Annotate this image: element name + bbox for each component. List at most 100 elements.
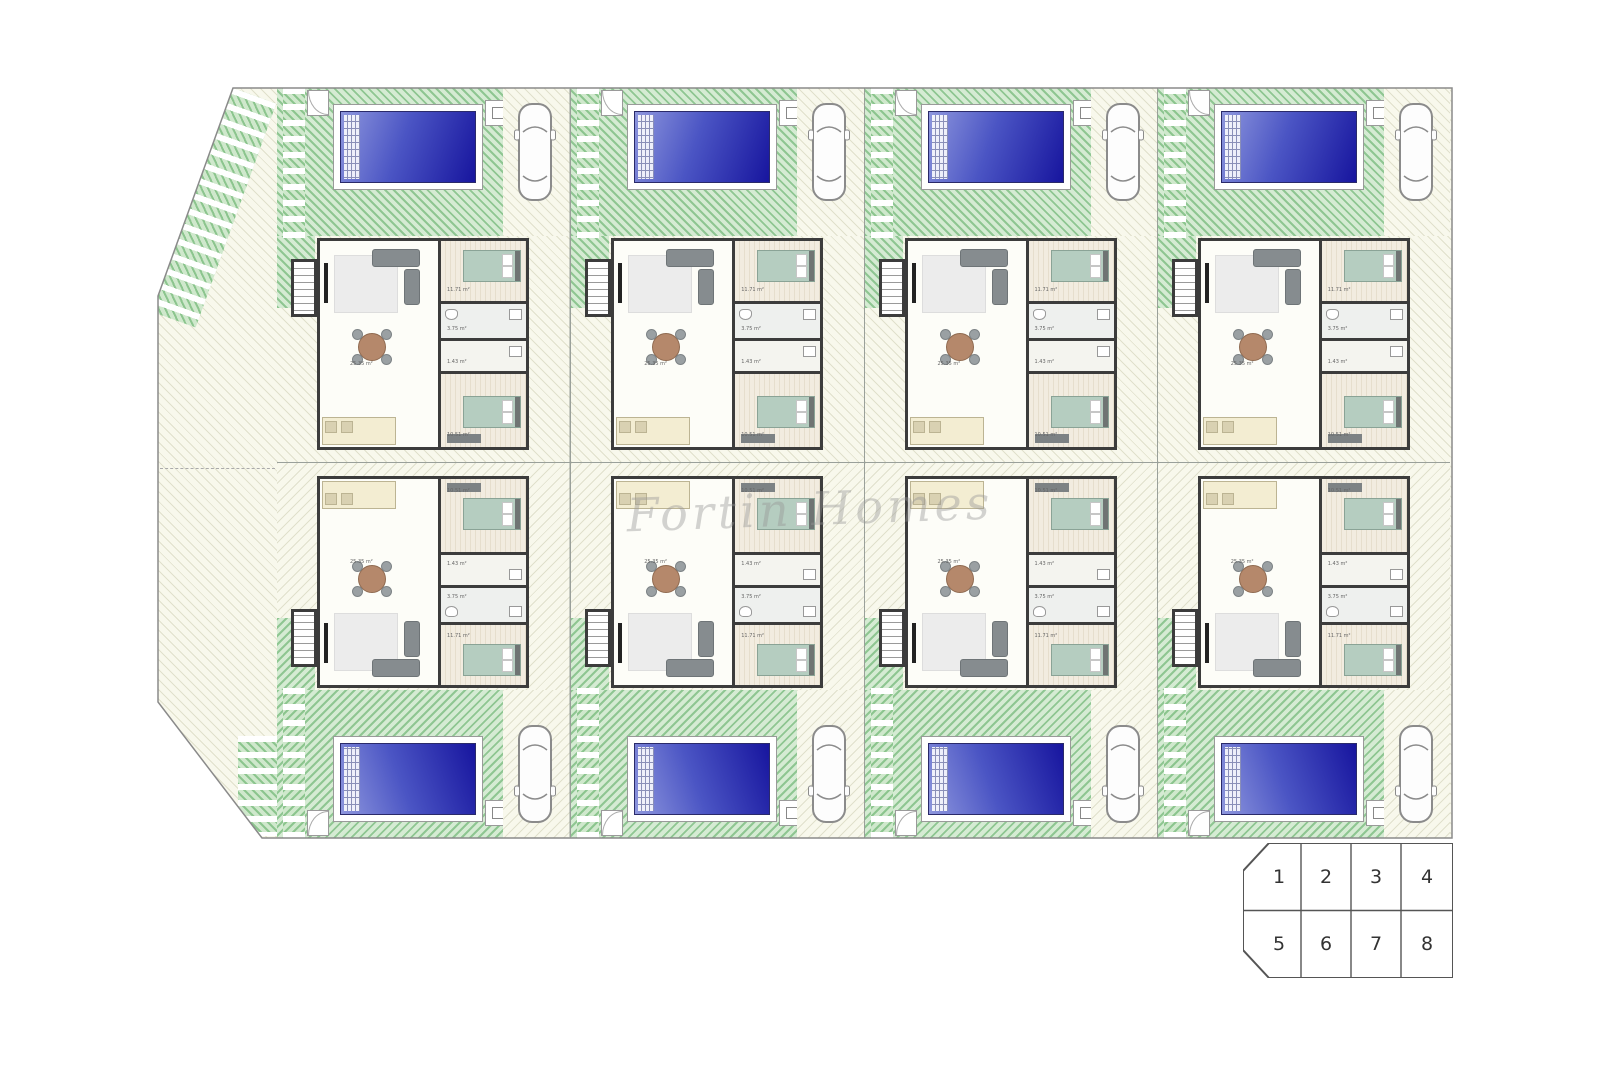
sofa [959, 249, 1008, 267]
bed [757, 644, 816, 676]
living-dining-room: 25.35 m² [1200, 241, 1319, 447]
stairs [291, 609, 317, 667]
villa-plot: 25.35 m² 11.71 m² 3.75 m² 1.43 m² [1156, 463, 1450, 838]
living-dining-room: 25.35 m² [1200, 479, 1319, 685]
villa-plot: 25.35 m² 11.71 m² 3.75 m² 1.43 m² [570, 463, 864, 838]
room-area-label: 3.75 m² [1034, 326, 1055, 332]
dining-table [352, 561, 392, 597]
car-icon [1394, 725, 1437, 823]
gate-icon [894, 810, 917, 836]
bedroom: 11.71 m² [735, 625, 821, 685]
swimming-pool [340, 743, 476, 815]
gate-icon [601, 90, 624, 116]
bed [463, 498, 521, 530]
room-area-label: 11.71 m² [1034, 633, 1058, 639]
key-plan-cell: 8 [1420, 933, 1434, 955]
dining-table [646, 561, 687, 597]
room-area-label: 25.35 m² [1230, 559, 1254, 565]
kitchen-counter [1202, 481, 1277, 509]
bathroom: 3.75 m² [735, 588, 821, 622]
swimming-pool [1220, 111, 1357, 183]
key-plan-cell: 7 [1369, 933, 1383, 955]
room-area-label: 11.71 m² [1327, 287, 1351, 293]
sofa [1284, 269, 1301, 305]
garden-path [870, 688, 893, 838]
hallway: 1.43 m² [1321, 555, 1407, 585]
bed [463, 644, 521, 676]
swimming-pool [634, 743, 771, 815]
room-area-label: 10.51 m² [1327, 432, 1351, 438]
sofa [1284, 621, 1301, 657]
key-plan: 1 2 3 4 5 6 7 8 [1243, 843, 1453, 978]
pool-ladder-icon [931, 747, 948, 811]
gate-icon [1187, 810, 1210, 836]
key-plan-cell: 2 [1319, 866, 1333, 888]
dining-table [939, 561, 980, 597]
tv-icon [324, 623, 328, 663]
gate-icon [894, 90, 917, 116]
swimming-pool [927, 743, 1064, 815]
villa-plot: 25.35 m² 11.71 m² 3.75 m² 1.43 m² [863, 463, 1157, 838]
room-area-label: 10.51 m² [741, 432, 765, 438]
driveway [1090, 690, 1157, 838]
room-area-label: 1.43 m² [1034, 359, 1055, 365]
dining-table [646, 329, 687, 365]
pool-deck [1213, 104, 1364, 190]
garden-path [1163, 88, 1186, 238]
house: 25.35 m² 11.71 m² 3.75 m² 1.43 m² [585, 238, 824, 450]
hallway: 1.43 m² [735, 341, 821, 371]
stairs [291, 259, 317, 317]
bed [463, 250, 521, 282]
room-area-label: 11.71 m² [1034, 287, 1058, 293]
room-area-label: 11.71 m² [741, 633, 765, 639]
kitchen-counter [909, 417, 984, 445]
pool-deck [627, 104, 778, 190]
pool-deck [627, 736, 778, 822]
pool-ladder-icon [1224, 115, 1241, 179]
room-area-label: 1.43 m² [447, 359, 467, 365]
stairs [878, 259, 905, 317]
pool-deck [333, 104, 483, 190]
hallway: 1.43 m² [1321, 341, 1407, 371]
hallway: 1.43 m² [441, 341, 526, 371]
bathroom: 3.75 m² [1028, 304, 1114, 338]
hallway: 1.43 m² [441, 555, 526, 585]
bed [1343, 396, 1402, 428]
key-plan-cell: 4 [1420, 866, 1434, 888]
room-area-label: 11.71 m² [1327, 633, 1351, 639]
bathroom: 3.75 m² [735, 304, 821, 338]
bed [1343, 250, 1402, 282]
house: 25.35 m² 11.71 m² 3.75 m² 1.43 m² [291, 238, 529, 450]
hallway: 1.43 m² [1028, 341, 1114, 371]
house: 25.35 m² 11.71 m² 3.75 m² 1.43 m² [1171, 238, 1410, 450]
bedroom: 11.71 m² [441, 625, 526, 685]
dining-table [939, 329, 980, 365]
gate-icon [307, 810, 329, 836]
sofa [1252, 249, 1301, 267]
bedroom: 11.71 m² [441, 241, 526, 301]
room-area-label: 10.51 m² [1327, 488, 1351, 494]
garden-path [577, 88, 600, 238]
car-icon [1394, 103, 1437, 201]
room-area-label: 1.43 m² [447, 561, 467, 567]
stairs [1171, 609, 1198, 667]
sofa [372, 659, 420, 677]
stairs [1171, 259, 1198, 317]
sofa [666, 659, 715, 677]
pool-ladder-icon [638, 115, 655, 179]
bed [757, 250, 816, 282]
villa-plot: 25.35 m² 11.71 m² 3.75 m² 1.43 m² [1156, 88, 1450, 463]
driveway [503, 690, 570, 838]
stairs [585, 609, 612, 667]
pool-ladder-icon [638, 747, 655, 811]
house: 25.35 m² 11.71 m² 3.75 m² 1.43 m² [1171, 476, 1410, 688]
living-dining-room: 25.35 m² [614, 479, 733, 685]
bedroom: 10.51 m² [1321, 479, 1407, 552]
bed [1050, 644, 1109, 676]
pool-ladder-icon [1224, 747, 1241, 811]
garden-path [283, 688, 305, 838]
kitchen-counter [322, 417, 396, 445]
kitchen-counter [322, 481, 396, 509]
bed [1050, 498, 1109, 530]
